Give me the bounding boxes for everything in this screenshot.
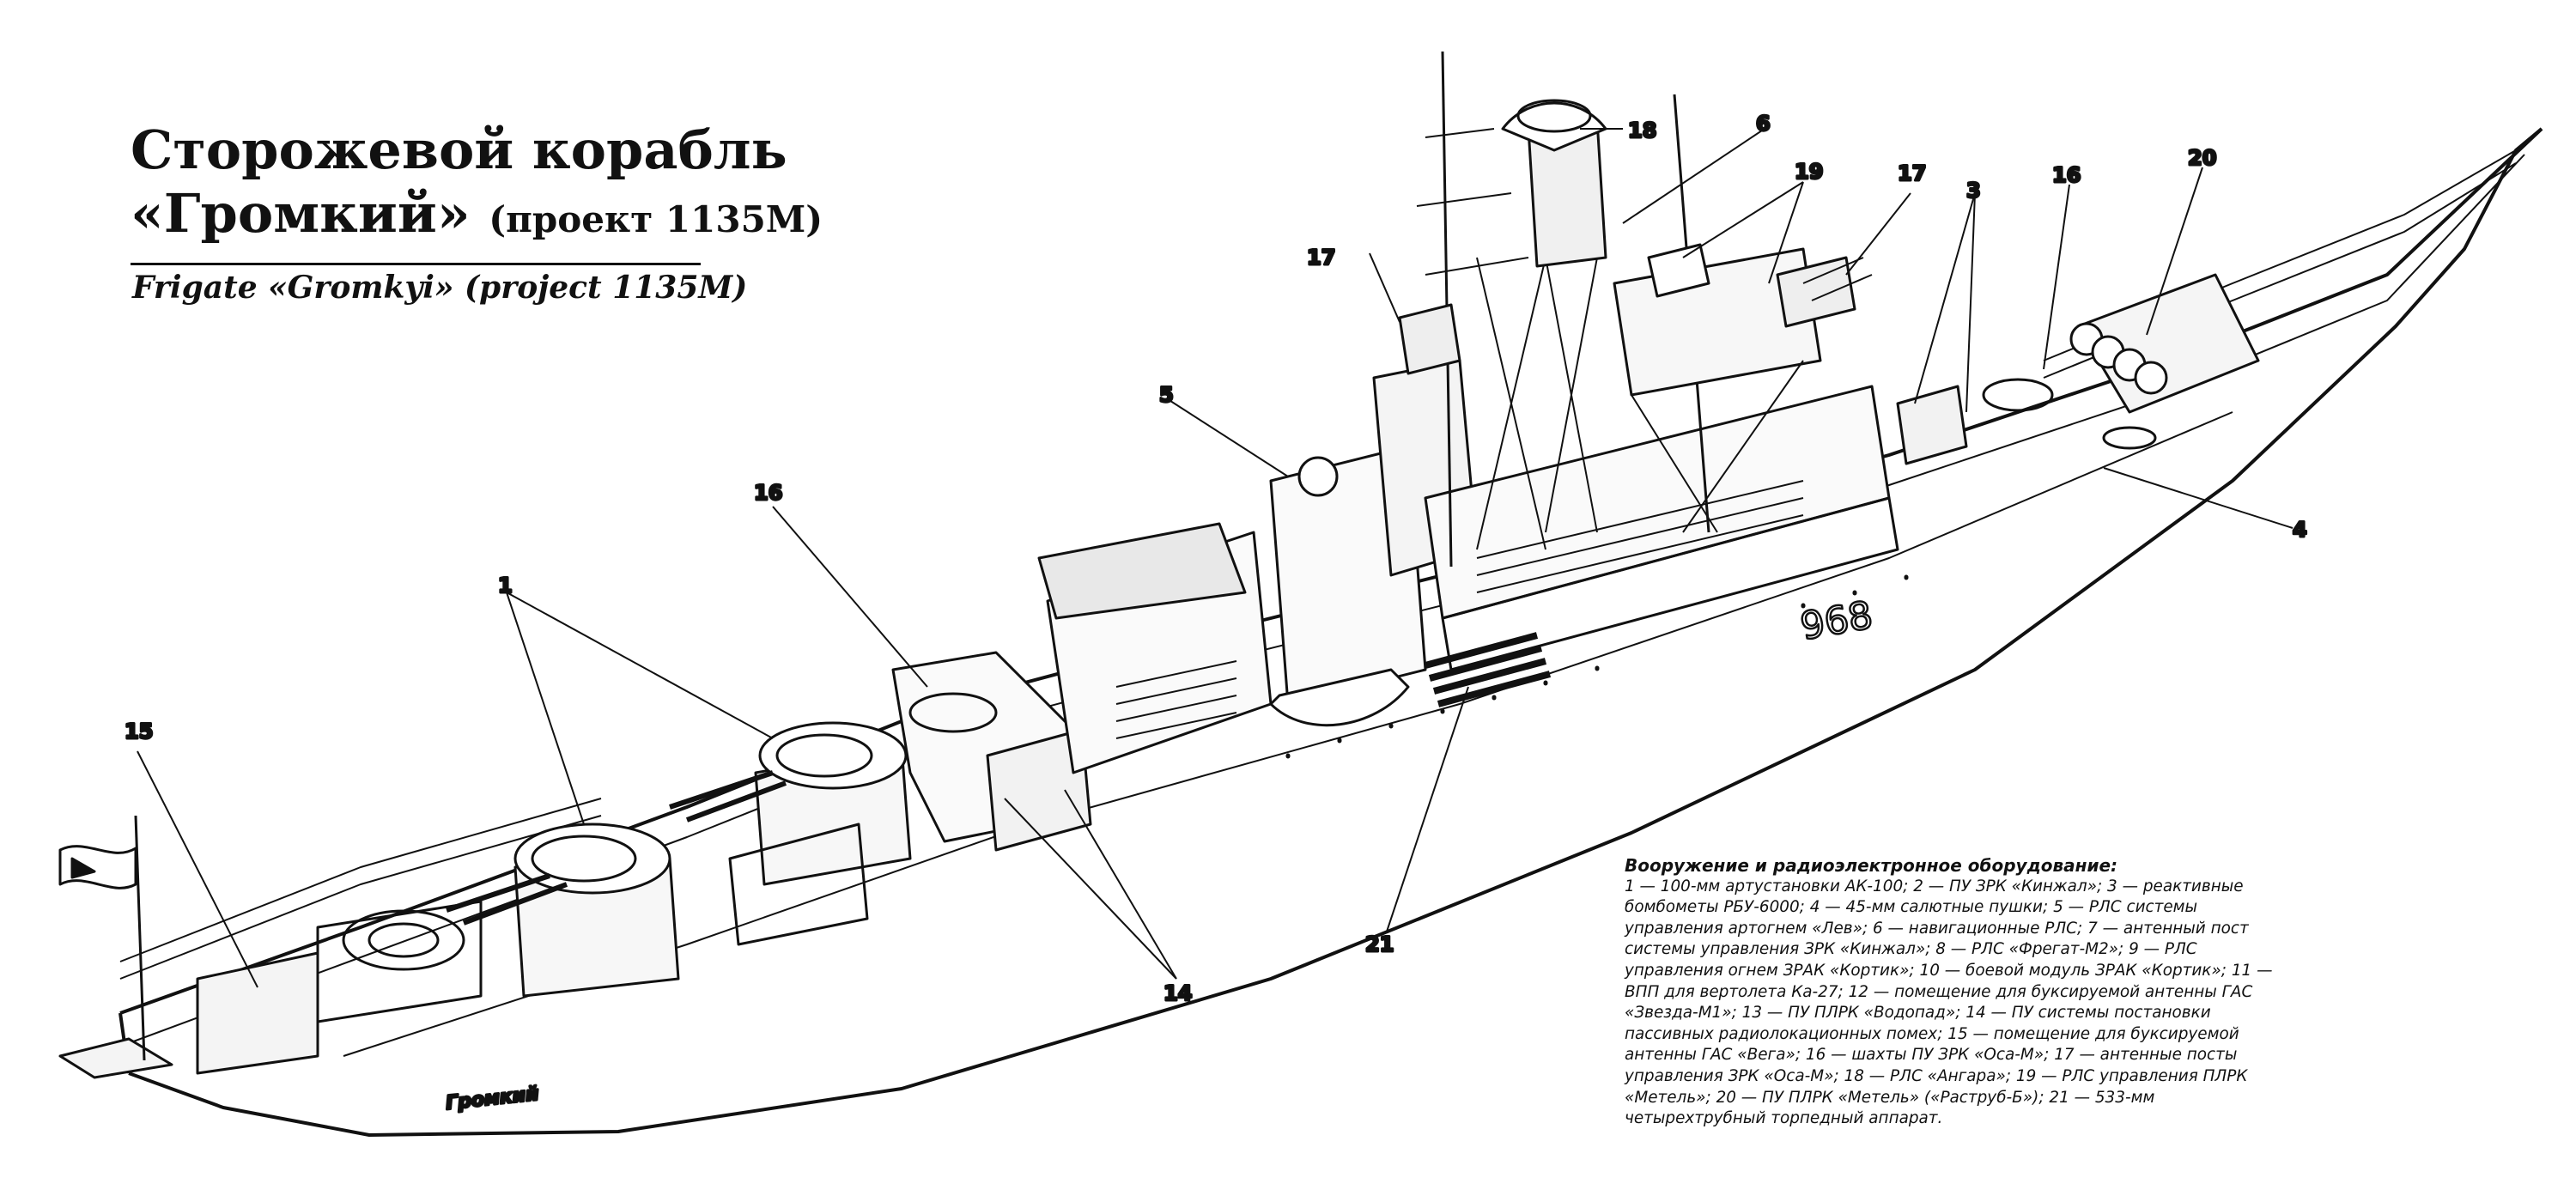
legend-item-11: 11 — ВПП для вертолета Ка-27;	[1625, 961, 2273, 1001]
hull-number: 968	[1797, 593, 1876, 649]
legend-item-14: 14 — ПУ системы постановки пассивных рад…	[1625, 1004, 2211, 1043]
callout-5: 5	[1159, 383, 1174, 407]
callout-4: 4	[2293, 518, 2307, 542]
radar-antennas	[1297, 99, 1873, 497]
callout-15: 15	[125, 719, 153, 744]
ship-boat	[1269, 668, 1410, 727]
callout-6: 6	[1756, 112, 1771, 136]
legend-item-10: 10 — боевой модуль ЗРАК «Кортик»;	[1919, 961, 2227, 980]
helicopter-deck	[196, 900, 483, 1075]
stern-name: Громкий	[445, 1084, 540, 1114]
legend-item-12: 12 — помещение для буксируемой антенны Г…	[1625, 982, 2253, 1023]
gun-turret-aft	[446, 823, 680, 998]
legend-item-7: 7 — антенный пост системы управления ЗРК…	[1625, 919, 2249, 959]
legend-item-13: 13 — ПУ ПЛРК «Водопад»;	[1741, 1004, 1961, 1023]
legend-item-4: 4 — 45-мм салютные пушки;	[1809, 898, 2049, 917]
title-line-1: Сторожевой корабль	[131, 118, 787, 181]
legend-item-6: 6 — навигационные РЛС;	[1873, 919, 2083, 938]
title-project: (проект 1135М)	[489, 198, 823, 240]
legend-item-18: 18 — РЛС «Ангара»;	[1844, 1066, 2012, 1085]
callout-1: 1	[498, 574, 513, 598]
legend-item-1: 1 — 100-мм артустановки АК-100;	[1625, 877, 1909, 895]
legend-item-20: 20 — ПУ ПЛРК «Метель» («Раструб-Б»);	[1716, 1088, 2044, 1107]
legend-heading: Вооружение и радиоэлектронное оборудован…	[1625, 855, 2118, 876]
gun-turret-forward	[669, 721, 912, 946]
callout-21: 21	[1365, 932, 1394, 956]
callout-16-fwd: 16	[2052, 163, 2081, 187]
figure-title: Сторожевой корабль «Громкий» (проект 113…	[131, 118, 823, 252]
title-ship-name: «Громкий»	[131, 182, 471, 245]
legend-item-15: 15 — помещение для буксируемой антенны Г…	[1625, 1024, 2239, 1065]
portholes	[1285, 574, 1909, 759]
figure-title-english: Frigate «Gromkyi» (project 1135M)	[132, 270, 748, 306]
aft-superstructure	[891, 651, 1092, 852]
legend-item-2: 2 — ПУ ЗРК «Кинжал»;	[1913, 877, 2103, 895]
callout-14: 14	[1163, 981, 1192, 1005]
torpedo-tubes	[1424, 632, 1552, 707]
callout-3: 3	[1966, 179, 1981, 203]
legend-item-5: 5 — РЛС системы управления артогнем «Лев…	[1625, 898, 2198, 938]
rbu-and-boats	[1269, 378, 2054, 727]
stern-planform	[58, 1037, 173, 1079]
legend-item-19: 19 — РЛС управления ПЛРК «Метель»;	[1625, 1066, 2248, 1107]
legend: Вооружение и радиоэлектронное оборудован…	[1625, 855, 2294, 1130]
legend-item-17: 17 — антенные посты управления ЗРК «Оса-…	[1625, 1046, 2238, 1085]
legend-item-3: 3 — реактивные бомбометы РБУ-6000;	[1625, 877, 2244, 917]
callout-16-aft: 16	[754, 481, 782, 505]
legend-item-16: 16 — шахты ПУ ЗРК «Оса-М»;	[1805, 1046, 2050, 1065]
callout-17-aft: 17	[1307, 246, 1335, 270]
callout-18: 18	[1628, 118, 1656, 143]
naval-ensign	[58, 815, 146, 1061]
callout-20: 20	[2188, 146, 2216, 170]
callout-17-fwd: 17	[1898, 161, 1926, 185]
metel-launcher	[2069, 273, 2260, 450]
superstructure	[1037, 359, 1899, 774]
legend-item-21: 21 — 533-мм четырехтрубный торпедный апп…	[1625, 1088, 2155, 1128]
legend-item-9: 9 — РЛС управления огнем ЗРАК «Кортик»;	[1625, 940, 2197, 980]
title-rule	[131, 263, 701, 265]
legend-item-8: 8 — РЛС «Фрегат-М2»;	[1935, 940, 2124, 959]
callout-19: 19	[1795, 160, 1823, 184]
leader-lines	[137, 128, 2293, 988]
